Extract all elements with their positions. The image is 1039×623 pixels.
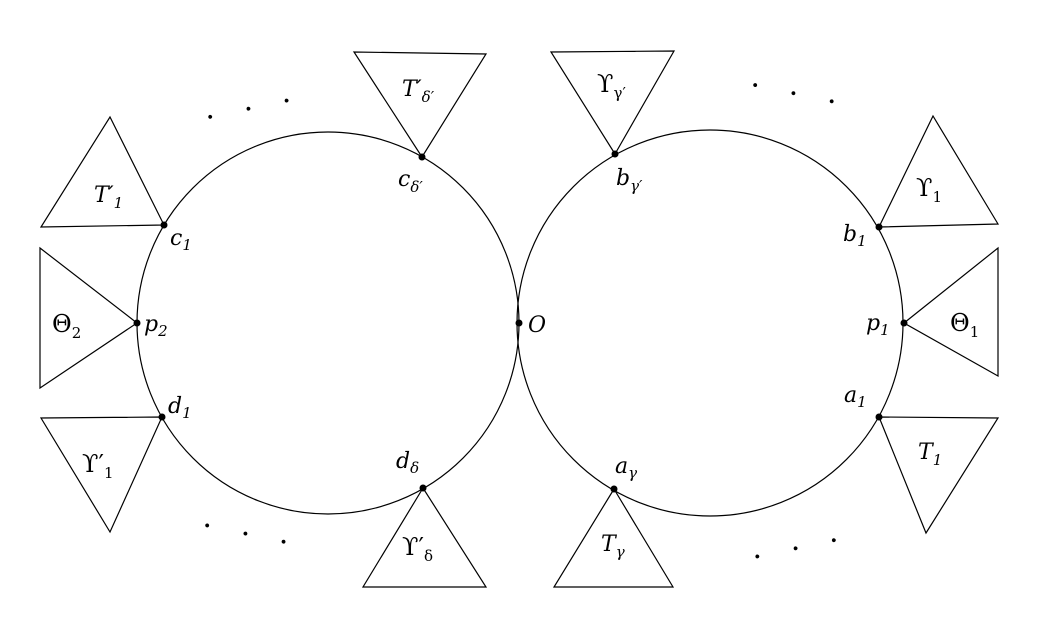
tree-upsilon-1 (878, 114, 1000, 228)
ellipsis-bottom-left: · · · (199, 508, 302, 563)
left-circle (136, 131, 520, 515)
label-b1: b1 (843, 222, 867, 250)
tree-t-prime-delta-prime (352, 51, 488, 159)
tree-theta-1 (902, 246, 999, 378)
label-d1: d1 (168, 394, 192, 422)
label-a-gamma: aγ (615, 454, 637, 482)
tree-label-t-prime-1: T′1 (94, 183, 123, 212)
vertex-O (515, 319, 523, 327)
tree-t-prime-1 (39, 115, 165, 228)
label-d-delta: dδ (396, 449, 419, 477)
tree-upsilon-gamma-prime (549, 50, 676, 156)
tree-label-upsilon-gamma-prime: ϒγ′ (597, 70, 626, 102)
label-c1: c1 (170, 226, 192, 254)
tree-theta-2 (39, 246, 139, 390)
tree-upsilon-prime-delta (361, 486, 488, 588)
tree-t-1 (878, 416, 1000, 535)
label-O: O (528, 313, 546, 338)
right-circle (516, 129, 904, 517)
label-c-delta-prime: cδ′ (398, 167, 423, 196)
ellipsis-bottom-right: · · · (749, 521, 852, 576)
tree-label-theta-1: Θ1 (950, 309, 979, 341)
ellipsis-top-left: · · · (202, 81, 305, 136)
tree-label-t-1: T1 (918, 440, 942, 469)
label-p2: p2 (144, 312, 168, 340)
label-a1: a1 (844, 383, 867, 411)
tree-upsilon-prime-1 (39, 416, 163, 534)
tree-label-t-gamma: Tγ (601, 532, 625, 561)
tree-label-upsilon-prime-1: ϒ′1 (82, 450, 113, 482)
tree-label-upsilon-1: ϒ1 (916, 174, 942, 206)
tree-t-gamma (552, 487, 675, 588)
tree-label-theta-2: Θ2 (52, 310, 81, 342)
label-p1: p1 (866, 311, 890, 339)
tree-label-t-prime-delta-prime: T′δ′ (402, 77, 435, 106)
label-b-gamma-prime: bγ′ (616, 166, 643, 195)
tree-label-upsilon-prime-delta: ϒ′δ (402, 533, 433, 565)
ellipsis-top-right: · · · (747, 68, 850, 123)
